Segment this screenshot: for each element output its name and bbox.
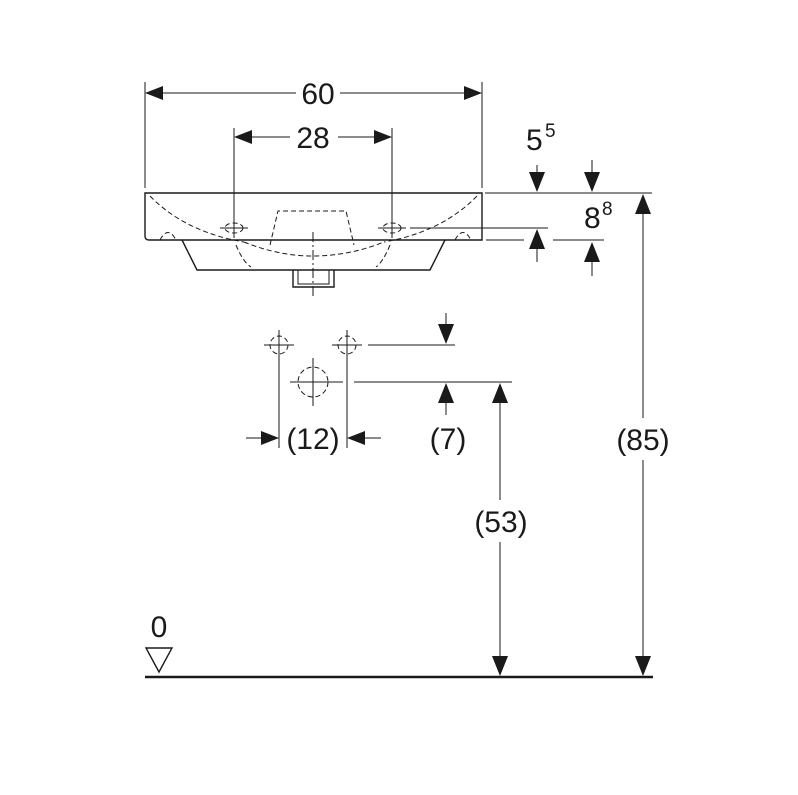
arrowhead [529,229,545,249]
arrowhead [635,194,651,214]
basin-outline [144,192,483,298]
dimension-supply-spacing: (12) [246,423,381,456]
floor-level-label: 0 [151,611,168,644]
arrowhead [464,86,482,100]
rim-thickness-superscript: 5 [545,121,556,142]
tap-spacing-label: 28 [296,122,329,155]
waste-outlet [290,358,343,406]
arrowhead [438,383,454,403]
arrowhead [492,656,508,676]
tap-hole-right [378,128,406,238]
overflow-depth-label: 8 [584,202,601,235]
dimension-overflow-8-8: 8 8 [584,160,613,276]
level-marker-icon [144,647,174,674]
dimension-overall-width: 60 [144,78,483,188]
overall-width-label: 60 [301,78,334,111]
dimension-rim-5-5: 5 5 [526,121,556,262]
arrowhead [347,431,365,445]
dimension-supply-offset: (7) [430,313,467,456]
supply-connection-left [264,330,294,448]
supply-offset-label: (7) [430,423,467,456]
arrowhead [438,324,454,344]
tap-hole-left [220,128,248,238]
arrowhead [145,86,163,100]
arrowhead [529,172,545,192]
supply-connection-right [332,330,362,448]
arrowhead [584,242,600,262]
arrowhead [374,130,392,144]
dimension-drain-height: (53) [474,383,528,676]
drain-height-label: (53) [474,506,527,539]
arrowhead [635,656,651,676]
arrowhead [584,172,600,192]
overflow-depth-superscript: 8 [602,199,613,220]
rim-thickness-label: 5 [526,124,543,157]
arrowhead [492,383,508,403]
rim-height-label: (85) [616,424,669,457]
floor-level: 0 [144,611,653,679]
arrowhead [261,431,279,445]
supply-spacing-label: (12) [286,423,339,456]
dimension-tap-spacing: 28 [234,122,392,155]
arrowhead [234,130,252,144]
dimension-rim-height: (85) [616,194,670,676]
